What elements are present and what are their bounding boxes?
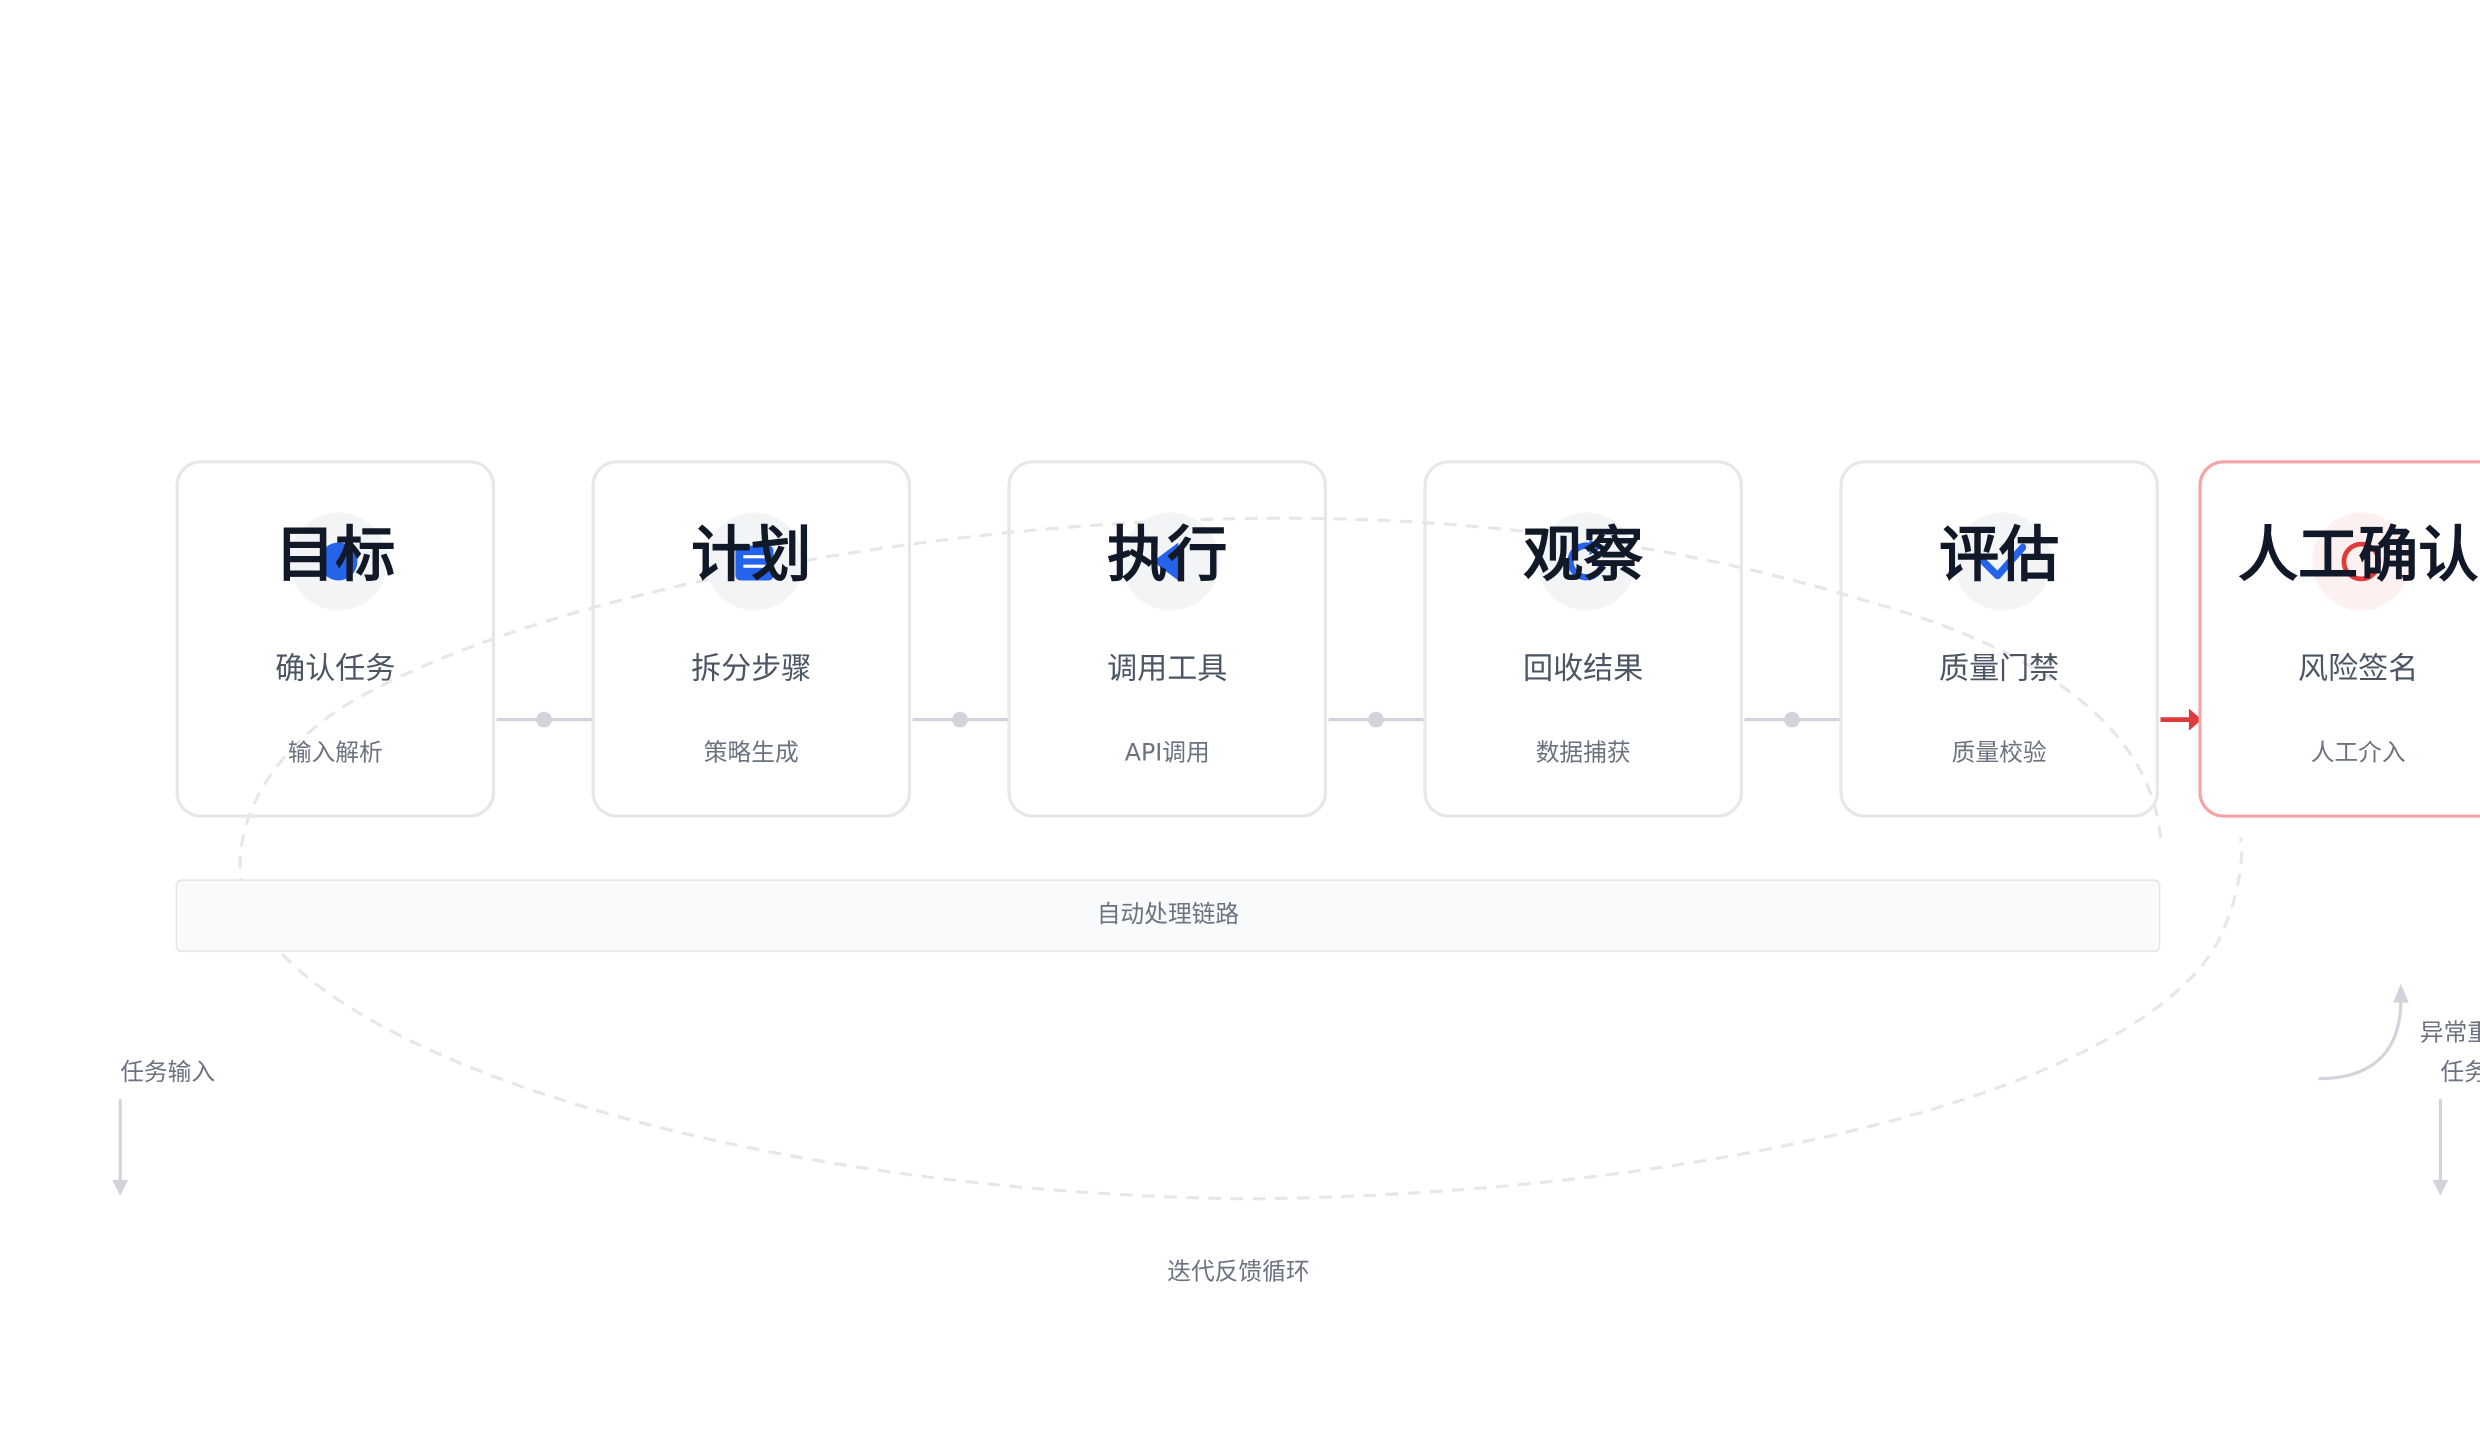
step-title: 观察 (1523, 520, 1644, 590)
step-card-plan[interactable]: 计划 拆分步骤 策略生成 (591, 460, 912, 818)
step-tag: 输入解析 (287, 738, 383, 768)
alert-icon (2312, 512, 2411, 611)
step-title: 人工确认 (2237, 520, 2479, 590)
step-subtitle: 拆分步骤 (691, 651, 812, 687)
step-subtitle: 调用工具 (1107, 651, 1228, 687)
step-connectors (496, 708, 2202, 731)
list-icon (705, 512, 804, 611)
step-subtitle: 风险签名 (2298, 651, 2419, 687)
exception-return-arrow (2318, 983, 2409, 1081)
step-tag: 质量校验 (1951, 738, 2047, 768)
exception-label: 异常重 (2419, 1018, 2480, 1048)
play-icon (1121, 512, 1220, 611)
step-tag: 策略生成 (703, 738, 799, 768)
step-tag: 人工介入 (2310, 738, 2406, 768)
step-subtitle: 质量门禁 (1939, 651, 2060, 687)
connector-dot-1-2 (536, 711, 552, 728)
step-card-observe[interactable]: 观察 回收结果 数据捕获 (1423, 460, 1743, 818)
iteration-loop (238, 516, 2244, 1201)
task-output-arrow (2432, 1099, 2449, 1196)
loop-label: 迭代反馈循环 (1167, 1257, 1310, 1286)
connector-dot-4-5 (1784, 711, 1800, 728)
step-subtitle: 确认任务 (275, 651, 396, 687)
step-title: 评估 (1939, 520, 2060, 590)
auto-chain-bar: 自动处理链路 (175, 879, 2161, 953)
step-title: 计划 (691, 520, 812, 590)
step-card-goal[interactable]: 目标 确认任务 输入解析 (175, 460, 496, 818)
target-icon (289, 512, 388, 611)
loop-main-path (238, 516, 2244, 1201)
task-input-arrow (112, 1099, 129, 1196)
task-output-label: 任务 (2440, 1058, 2480, 1087)
connector-5-6-arrowhead (2188, 708, 2202, 731)
step-title: 目标 (275, 520, 396, 590)
step-card-execute[interactable]: 执行 调用工具 API调用 (1007, 460, 1327, 818)
refresh-icon (1537, 512, 1636, 611)
connector-dot-2-3 (952, 711, 968, 728)
step-tag: API调用 (1124, 738, 1210, 768)
step-card-evaluate[interactable]: 评估 质量门禁 质量校验 (1839, 460, 2159, 818)
task-input-label: 任务输入 (120, 1058, 216, 1087)
step-title: 执行 (1107, 520, 1228, 590)
step-subtitle: 回收结果 (1523, 651, 1644, 687)
connector-dot-3-4 (1368, 711, 1384, 728)
step-tag: 数据捕获 (1535, 738, 1631, 768)
check-icon (1953, 512, 2052, 611)
step-card-human-confirm[interactable]: 人工确认 风险签名 人工介入 (2198, 460, 2480, 818)
